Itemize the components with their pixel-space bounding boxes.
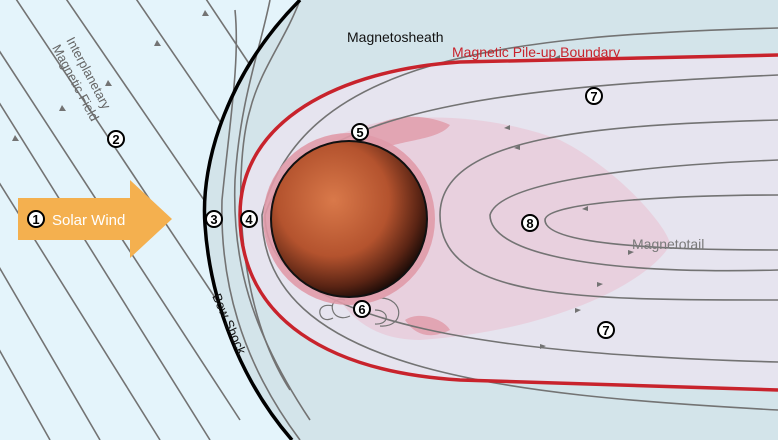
svg-text:5: 5: [356, 125, 363, 140]
magnetosheath-label: Magnetosheath: [347, 29, 444, 45]
svg-text:7: 7: [602, 323, 609, 338]
svg-text:2: 2: [112, 132, 119, 147]
magnetic-pileup-boundary-line: [238, 53, 778, 392]
svg-text:1: 1: [32, 212, 39, 227]
marker-4: 4: [240, 210, 258, 228]
magnetotail-label: Magnetotail: [632, 236, 704, 252]
bow-shock-line: [202, 0, 302, 440]
svg-text:7: 7: [590, 89, 597, 104]
solar-wind-label: Solar Wind: [52, 212, 125, 229]
svg-text:8: 8: [526, 216, 533, 231]
marker-1: 1: [27, 210, 45, 228]
marker-7-bottom: 7: [597, 321, 615, 339]
svg-text:4: 4: [245, 212, 253, 227]
solar-wind-arrow: Solar Wind: [18, 180, 172, 258]
mars-planet: [270, 140, 428, 298]
marker-6: 6: [353, 300, 371, 318]
svg-text:6: 6: [358, 302, 365, 317]
marker-8: 8: [521, 214, 539, 232]
svg-text:3: 3: [210, 212, 217, 227]
marker-5: 5: [351, 123, 369, 141]
marker-3: 3: [205, 210, 223, 228]
mpb-label: Magnetic Pile-up Boundary: [452, 44, 620, 60]
draped-field-lines: [221, 0, 778, 440]
marker-7-top: 7: [585, 87, 603, 105]
marker-2: 2: [107, 130, 125, 148]
